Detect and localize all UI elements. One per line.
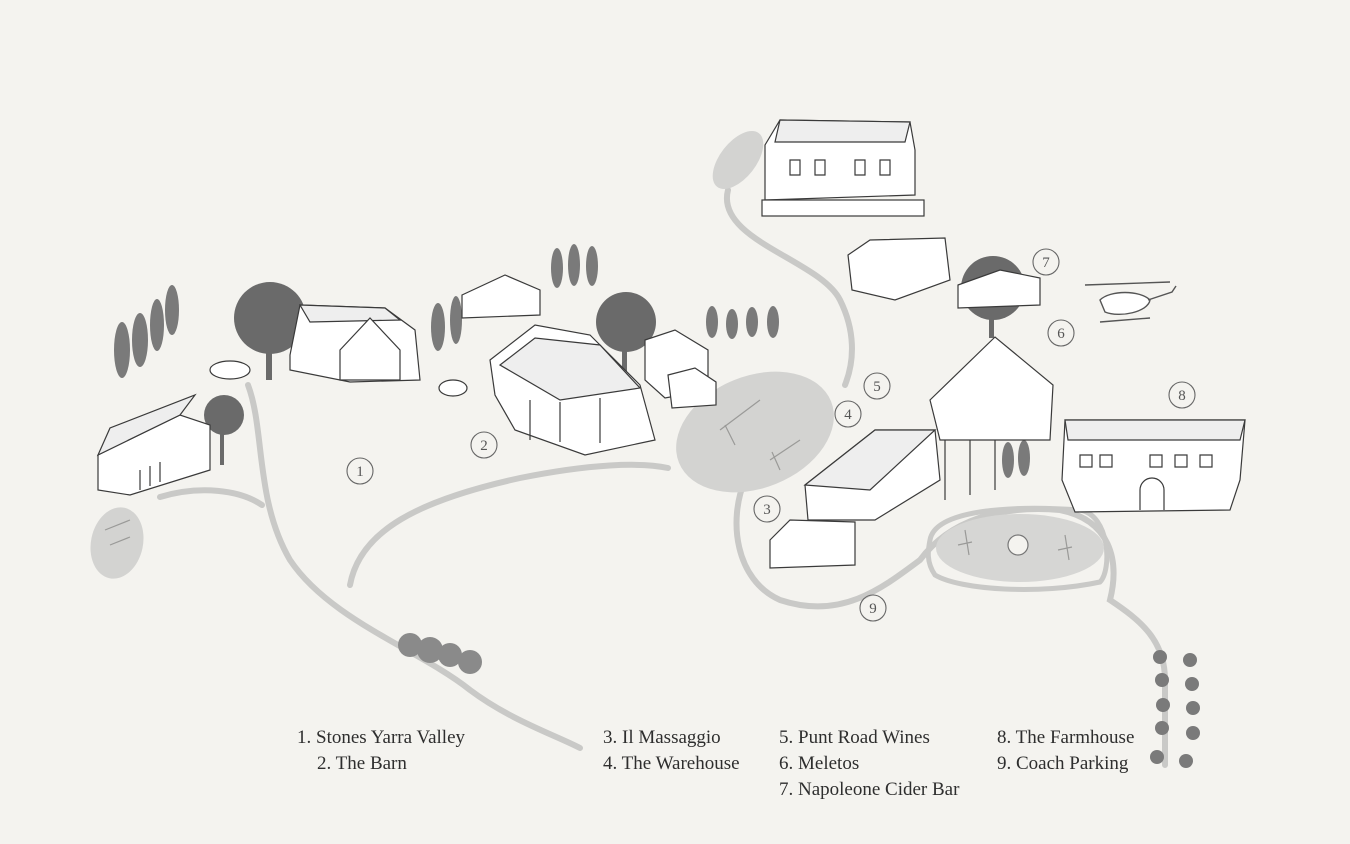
- tree-icon: [431, 296, 462, 351]
- marker-5[interactable]: 5: [863, 372, 891, 400]
- tree-icon: [551, 244, 598, 288]
- building-icon: [803, 429, 941, 521]
- path-main-left: [245, 382, 583, 751]
- marker-7[interactable]: 7: [1032, 248, 1060, 276]
- svg-text:6: 6: [1057, 326, 1065, 342]
- legend-column-2: 3. Il Massaggio 4. The Warehouse: [603, 725, 740, 777]
- svg-text:7: 7: [1042, 255, 1050, 271]
- legend-item-stones-yarra-valley[interactable]: 1. Stones Yarra Valley: [297, 727, 466, 748]
- tree-icon: [114, 285, 179, 378]
- marker-6[interactable]: 6: [1047, 319, 1075, 347]
- legend-item-the-farmhouse[interactable]: 8. The Farmhouse: [997, 727, 1135, 748]
- path-pond-ring: [925, 505, 1110, 592]
- marker-9[interactable]: 9: [859, 594, 887, 622]
- fountain-icon: [1007, 534, 1029, 556]
- svg-text:9: 9: [869, 601, 877, 617]
- building-icon: [289, 304, 421, 383]
- building-icon: [847, 237, 951, 301]
- building-icon: [769, 519, 856, 569]
- building-icon: [957, 269, 1041, 309]
- marker-2[interactable]: 2: [470, 431, 498, 459]
- path-center: [347, 461, 671, 588]
- building-icon: [1061, 419, 1246, 513]
- tree-icon: [1002, 440, 1030, 478]
- marker-4[interactable]: 4: [834, 400, 862, 428]
- svg-text:8: 8: [1178, 388, 1186, 404]
- tree-icon: [1150, 650, 1200, 768]
- building-icon: [761, 119, 925, 217]
- building-icon: [461, 274, 541, 319]
- legend-item-the-warehouse[interactable]: 4. The Warehouse: [603, 753, 740, 774]
- building-icon: [929, 336, 1054, 500]
- building-icon: [96, 393, 211, 496]
- legend-item-coach-parking[interactable]: 9. Coach Parking: [997, 753, 1129, 774]
- building-icon: [489, 324, 656, 456]
- svg-text:3: 3: [763, 502, 771, 518]
- helicopter-icon: [1084, 281, 1177, 323]
- legend-item-punt-road-wines[interactable]: 5. Punt Road Wines: [779, 727, 930, 748]
- buildings: [96, 119, 1246, 569]
- fountain-icon: [209, 360, 468, 397]
- legend-item-napoleone-cider-bar[interactable]: 7. Napoleone Cider Bar: [779, 779, 960, 800]
- marker-3[interactable]: 3: [753, 495, 781, 523]
- legend-column-1: 1. Stones Yarra Valley 2. The Barn: [297, 725, 465, 777]
- building-icon: [644, 329, 717, 409]
- tree-icon: [398, 633, 482, 674]
- svg-text:2: 2: [480, 438, 488, 454]
- svg-text:1: 1: [356, 464, 364, 480]
- path-north: [723, 187, 855, 388]
- marker-1[interactable]: 1: [346, 457, 374, 485]
- legend-item-meletos[interactable]: 6. Meletos: [779, 753, 860, 774]
- map-markers: 1 2 3 4 5 6 7 8: [346, 248, 1196, 622]
- legend-item-the-barn[interactable]: 2. The Barn: [317, 753, 407, 774]
- legend-column-3: 5. Punt Road Wines 6. Meletos 7. Napoleo…: [779, 725, 959, 803]
- pond-left: [90, 507, 144, 579]
- legend-item-il-massaggio[interactable]: 3. Il Massaggio: [603, 727, 721, 748]
- tree-icon: [706, 306, 779, 339]
- legend-column-4: 8. The Farmhouse 9. Coach Parking: [997, 725, 1134, 777]
- svg-text:5: 5: [873, 379, 881, 395]
- svg-text:4: 4: [844, 407, 852, 423]
- pond-north: [712, 131, 764, 189]
- path-branch-left: [157, 487, 265, 508]
- marker-8[interactable]: 8: [1168, 381, 1196, 409]
